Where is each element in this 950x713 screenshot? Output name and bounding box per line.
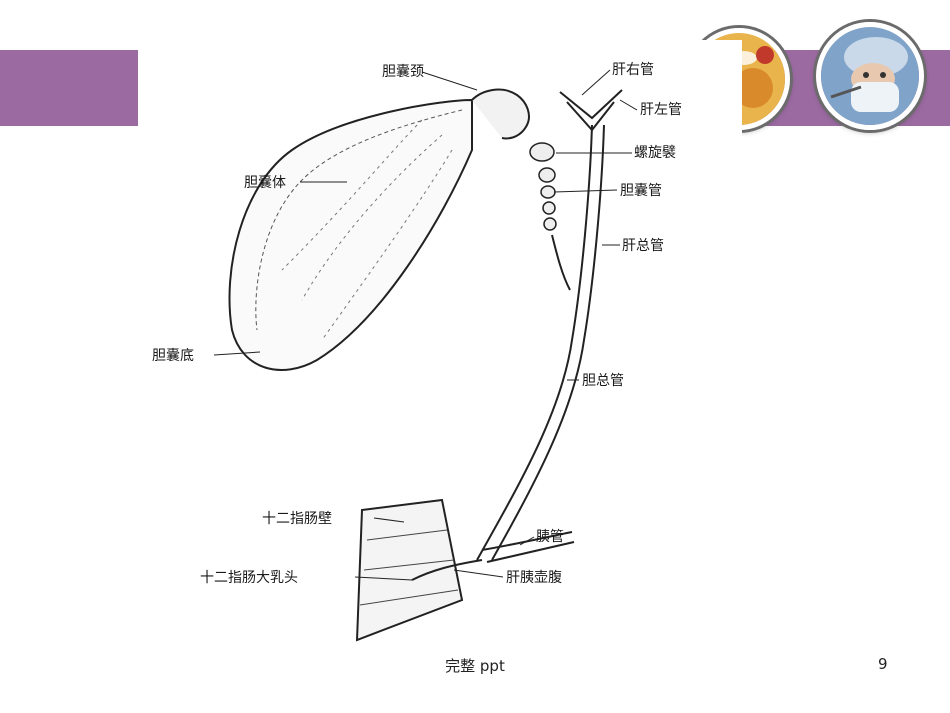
page-number: 9 [878, 655, 888, 673]
label-cystic-duct: 胆囊管 [620, 182, 662, 199]
surgeon-photo-icon [816, 22, 924, 130]
label-major-duodenal-papilla: 十二指肠大乳头 [200, 570, 298, 586]
label-common-bile-duct: 胆总管 [582, 373, 624, 389]
label-left-hepatic-duct: 肝左管 [640, 102, 682, 118]
label-common-hepatic-duct: 肝总管 [622, 238, 664, 254]
label-right-hepatic-duct: 肝右管 [612, 62, 654, 78]
biliary-anatomy-figure: 胆囊颈 肝右管 肝左管 螺旋襞 胆囊体 胆囊管 肝总管 胆囊底 胆总管 十二指肠… [142, 40, 742, 655]
footer-text: 完整 ppt [445, 657, 505, 675]
label-pancreatic-duct: 胰管 [536, 529, 564, 545]
gallbladder-shape [228, 98, 473, 371]
label-spiral-fold: 螺旋襞 [634, 144, 676, 161]
accent-bar-left [0, 50, 138, 126]
label-gallbladder-fundus: 胆囊底 [152, 347, 194, 364]
label-hepatopancreatic-ampulla: 肝胰壶腹 [506, 569, 562, 586]
label-gallbladder-neck: 胆囊颈 [382, 63, 424, 80]
label-gallbladder-body: 胆囊体 [244, 174, 286, 191]
label-duodenal-wall: 十二指肠壁 [262, 511, 332, 527]
